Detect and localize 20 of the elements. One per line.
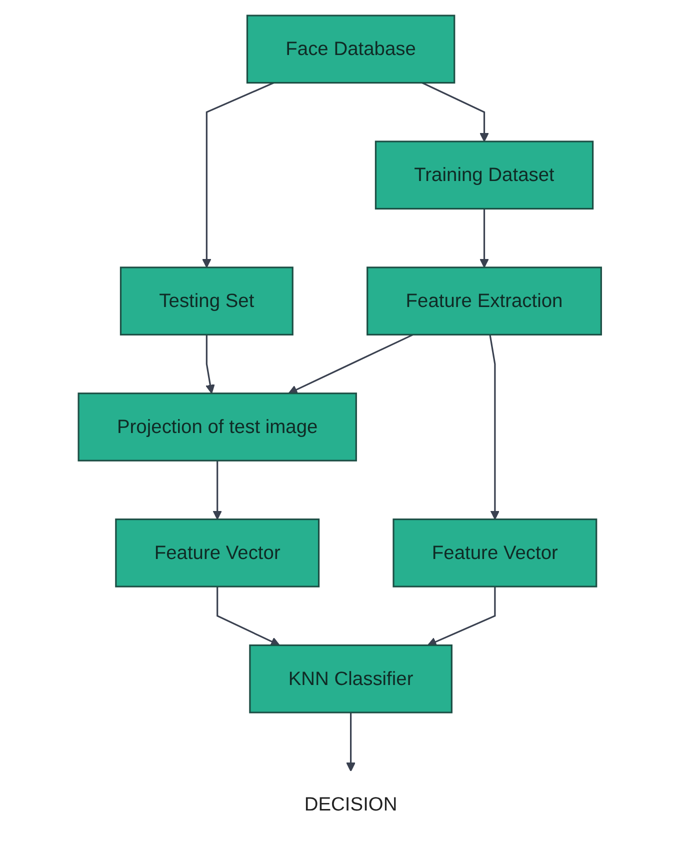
arrow [346,712,356,772]
node-box [246,14,455,84]
flowchart-drawing: Face Database Training Dataset Testing Set Projection of test image Feature Extraction Feature Vector Feature Vector KNN Classifier DECISION [70,6,610,846]
arrow [216,586,280,646]
node-box [77,392,357,461]
node-box [392,518,597,587]
node-box [120,266,294,335]
arrow [479,208,489,268]
node-box [248,644,452,713]
arrow [288,333,413,394]
arrow [205,334,214,394]
arrow [426,586,496,646]
node-text: DECISION [304,793,397,814]
node-box [114,518,320,587]
arrow [488,334,500,520]
node-box [366,266,602,335]
node-box [374,140,594,210]
arrow [212,460,222,520]
arrow [202,82,274,268]
arrow [421,82,489,142]
